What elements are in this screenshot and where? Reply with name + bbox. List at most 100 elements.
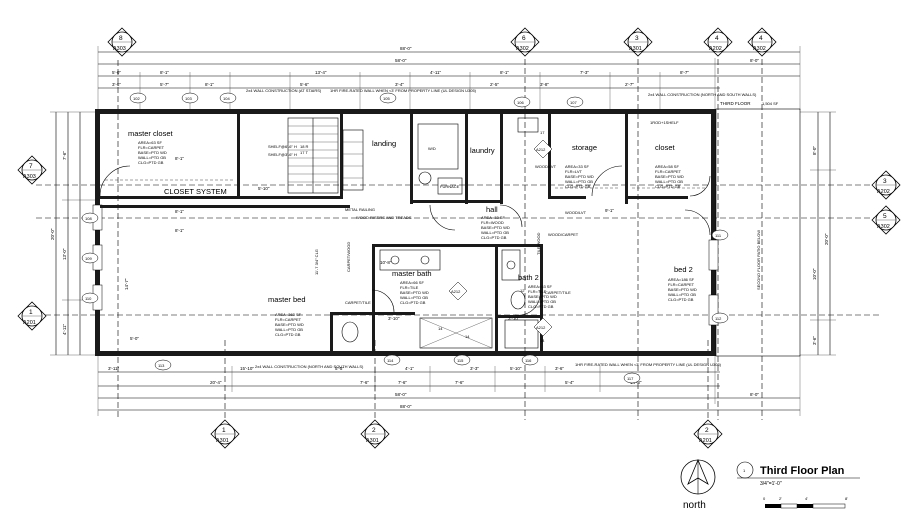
metal-railing-note: METAL RAILING [345, 207, 375, 212]
room-tag: FLR=LVT [565, 169, 582, 174]
room-name-hall: hall [486, 205, 498, 214]
section-marker[interactable]: 3 A202 [871, 170, 901, 200]
door-tag[interactable]: 103 [181, 92, 199, 104]
dim-top-small: 3'-8" [540, 82, 549, 87]
room-tag: BASE=PTD WD [481, 225, 510, 230]
section-marker[interactable]: 4 A202 [703, 27, 733, 57]
door-tag[interactable]: 108 [81, 212, 99, 224]
room-labels: master closet AREA=63 SF FLR=CARPET BASE… [128, 129, 697, 337]
door-tag[interactable]: 114 [383, 354, 401, 366]
drawing-scale-note: 3/4"=1'-0" [760, 481, 782, 487]
door-tag[interactable]: 116 [521, 354, 539, 366]
svg-text:A201: A201 [23, 320, 36, 326]
interior-dim: 3'-10" [388, 316, 400, 321]
fixture-tag[interactable]: A212 [533, 317, 553, 337]
section-marker[interactable]: 1 A201 [17, 301, 47, 331]
svg-text:112: 112 [715, 316, 722, 321]
carpet-tile-note-1: CARPET/TILE [345, 300, 371, 305]
stair-rise-note: 18 R [300, 144, 309, 149]
section-marker[interactable]: 2 A301 [360, 419, 390, 449]
room-tag: WALL=PTD GB [668, 292, 696, 297]
section-marker[interactable]: 8 A303 [107, 27, 137, 57]
door-tag[interactable]: 111 [711, 229, 729, 241]
door-tag[interactable]: 105 [379, 92, 397, 104]
dim-top-seg: 7'-3" [580, 70, 589, 75]
svg-text:2: 2 [372, 427, 376, 434]
svg-text:108: 108 [85, 216, 92, 221]
door-tag[interactable]: 102 [129, 92, 147, 104]
dim-bottom-small: 3'-6" [555, 366, 564, 371]
vanity [379, 249, 441, 271]
dim-top-overall: 88'-0" [400, 46, 412, 51]
dim-top-right: 8'-0" [750, 58, 759, 63]
room-name-master-closet: master closet [128, 129, 174, 138]
view-number: 1 [743, 468, 746, 473]
room-tag: CLG=PTD GB [481, 235, 507, 240]
wall-note-top-left: 2x4 WALL CONSTRUCTION (AT STAIRS) [246, 88, 322, 93]
room-tag: BASE=PTD WD [275, 322, 304, 327]
door-tag[interactable]: 106 [513, 96, 531, 108]
room-tag: FLR=CARPET [668, 282, 695, 287]
dim-bottom-seg: 5'-4" [565, 380, 574, 385]
section-marker[interactable]: 2 A201 [693, 419, 723, 449]
door-tag[interactable]: 112 [711, 312, 729, 324]
door-tag[interactable]: 117 [623, 372, 641, 384]
svg-text:114: 114 [387, 358, 394, 363]
interior-dim: 5'-10" [258, 186, 270, 191]
svg-text:110: 110 [85, 296, 92, 301]
room-tag: CLG=PTD GB [668, 297, 694, 302]
stair-tread-note: 17 T [300, 150, 308, 155]
wood-lvt-note-2: WOOD/LVT [565, 210, 587, 215]
room-name-landing: landing [372, 139, 396, 148]
fixture-tags: A212 A212 A212 17 14 14 14 12 [438, 130, 553, 343]
door-tag[interactable]: 107 [566, 96, 584, 108]
section-marker[interactable]: 5 A302 [871, 205, 901, 235]
door-tag[interactable]: 110 [81, 292, 99, 304]
door-tag[interactable]: 104 [219, 92, 237, 104]
section-marker[interactable]: 4 A302 [747, 27, 777, 57]
svg-text:A212: A212 [536, 147, 546, 152]
door-tag[interactable]: 113 [154, 359, 172, 371]
interior-dim: 5'-0" [130, 336, 139, 341]
side-dimension-strings: 20'-0" 7'-6" 13'-0" 4'-11" 8'-0" 20'-0" … [50, 111, 836, 356]
fixture-tag[interactable]: A212 [533, 139, 553, 159]
room-tag: BASE=PTD WD [528, 294, 557, 299]
dim-left-overall: 20'-0" [50, 228, 55, 240]
title-block: north 1 Third Floor Plan 3/4"=1'-0" 0 2'… [680, 458, 860, 511]
fire-wall-note-bottom: 1HR FIRE-RATED WALL WHEN <3' FROM PROPER… [575, 362, 722, 367]
door-tag[interactable]: 115 [453, 354, 471, 366]
room-tag: CLG=PTD GB [275, 332, 301, 337]
room-name-master-bed: master bed [268, 295, 306, 304]
room-tag: WALL=PTD GB [528, 299, 556, 304]
dim-bottom-small: 7'-6" [360, 380, 369, 385]
svg-text:A301: A301 [366, 438, 379, 444]
fixture-number: 14 [540, 338, 545, 343]
room-tag: BASE=PTD WD [655, 174, 684, 179]
section-marker[interactable]: 1 A301 [210, 419, 240, 449]
room-tag: AREA=363 SF [275, 312, 302, 317]
dim-bottom-small: 3'-3" [470, 366, 479, 371]
dim-top-small: 3'-6" [112, 82, 121, 87]
room-tag: BASE=PTD WD [400, 290, 429, 295]
dim-right-seg: 8'-0" [812, 146, 817, 155]
section-marker[interactable]: 3 A301 [623, 27, 653, 57]
shelf-note-2: SHELF@3'-6" H [268, 152, 297, 157]
top-dimension-strings: 88'-0" 58'-0" 8'-0" 5'-0" 8'-1" 13'-4" 4… [97, 46, 801, 110]
scale-label: 4' [805, 496, 808, 501]
room-tag: WALL=PTD GB [481, 230, 509, 235]
svg-text:1: 1 [29, 309, 33, 316]
room-tag: WALL=PTD GB [400, 295, 428, 300]
svg-text:2: 2 [705, 427, 709, 434]
laundry-appliance-label: W/D [428, 146, 436, 151]
interior-dim: 8'-1" [175, 228, 184, 233]
third-floor-note: THIRD FLOOR [720, 101, 751, 106]
room-tag: AREA=63 SF [528, 284, 552, 289]
door-tag[interactable]: 109 [81, 252, 99, 264]
room-tag: CLG=PTD GB [655, 184, 681, 189]
carpet-tile-note-2: CARPET/TILE [545, 290, 571, 295]
section-marker[interactable]: 7 A303 [17, 155, 47, 185]
svg-text:7: 7 [29, 163, 33, 170]
section-marker[interactable]: 6 A302 [510, 27, 540, 57]
room-name-bath-2: bath 2 [518, 273, 539, 282]
fixture-tag[interactable]: A212 [448, 281, 468, 301]
